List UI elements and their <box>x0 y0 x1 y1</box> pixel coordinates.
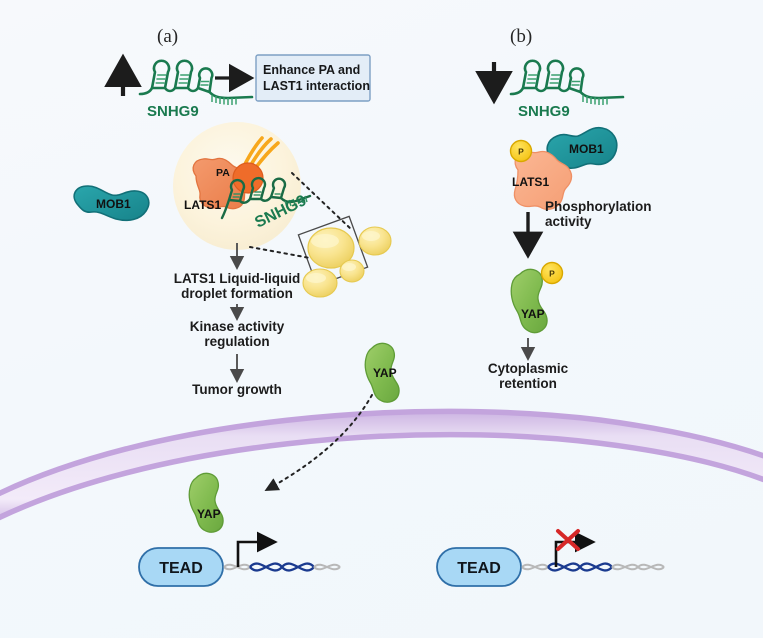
magnifier-connector-lines <box>249 172 353 259</box>
tead-label-b: TEAD <box>457 560 501 577</box>
yap-label-cytoplasm: YAP <box>373 366 397 380</box>
mob1-blob-panel-b: MOB1 <box>546 126 618 169</box>
transcription-blocked-x-icon <box>556 529 580 551</box>
mob1-free-blob: MOB1 <box>73 185 150 222</box>
yap-phosphorylated-panel-b: YAP <box>510 268 548 334</box>
dna-strand-panel-b <box>521 562 665 572</box>
cascade-a-step1-line1: LATS1 Liquid-liquid <box>174 271 300 286</box>
pa-label: PA <box>216 167 230 179</box>
promoter-arrow-panel-a <box>236 531 278 567</box>
snhg9-rna-panel-b <box>509 59 625 105</box>
droplet-small <box>339 259 365 283</box>
panel-b-step1-line2: activity <box>545 214 592 229</box>
panel-b-step1-line1: Phosphorylation <box>545 199 652 214</box>
phospho-badge-yap: P <box>540 261 564 285</box>
yap-translocation-arrow <box>264 394 373 491</box>
tead-complex-panel-a: TEAD <box>138 547 224 587</box>
tead-label-a: TEAD <box>159 560 203 577</box>
panel-b-step2-line2: retention <box>499 376 557 391</box>
snhg9-label-panel-a: SNHG9 <box>147 103 199 120</box>
cascade-a-step2-line2: regulation <box>204 334 269 349</box>
liquid-droplet-cluster <box>302 226 392 298</box>
lats1-label-panel-a: LATS1 <box>184 198 221 212</box>
phospho-p-yap: P <box>549 269 555 279</box>
cascade-a-step3: Tumor growth <box>192 382 282 397</box>
yap-label-nucleus: YAP <box>197 507 221 521</box>
panel-b-step2-line1: Cytoplasmic <box>488 361 569 376</box>
dna-strand-panel-a <box>223 562 341 572</box>
panel-b-label: (b) <box>510 26 532 47</box>
callout-line-2: LAST1 interaction <box>263 79 370 93</box>
snhg9-label-panel-b: SNHG9 <box>518 103 570 120</box>
lats1-blob-panel-b: LATS1 <box>512 150 573 210</box>
droplet-bottom <box>302 268 338 298</box>
yap-label-panel-b: YAP <box>521 307 545 321</box>
yap-cytoplasmic-panel-a: YAP <box>364 342 400 403</box>
phospho-badge-lats1: P <box>509 139 533 163</box>
droplet-right <box>358 226 392 256</box>
callout-box-enhance-interaction: Enhance PA and LAST1 interaction <box>255 54 371 102</box>
lats1-label-panel-b: LATS1 <box>512 175 549 189</box>
mob1-label-panel-b: MOB1 <box>569 142 604 156</box>
cascade-a-step1-line2: droplet formation <box>181 286 293 301</box>
callout-line-1: Enhance PA and <box>263 63 360 77</box>
nuclear-membrane <box>0 408 763 521</box>
cascade-a-step2-line1: Kinase activity <box>190 319 285 334</box>
pa-head-group: PA <box>216 162 264 194</box>
mob1-free-label: MOB1 <box>96 197 131 211</box>
snhg9-rna-panel-a <box>138 59 254 105</box>
phospho-p-lats1: P <box>518 147 524 157</box>
yap-nuclear-panel-a: YAP <box>188 472 224 533</box>
promoter-arrow-panel-b <box>554 531 596 567</box>
tead-complex-panel-b: TEAD <box>436 547 522 587</box>
panel-a-label: (a) <box>157 26 178 47</box>
